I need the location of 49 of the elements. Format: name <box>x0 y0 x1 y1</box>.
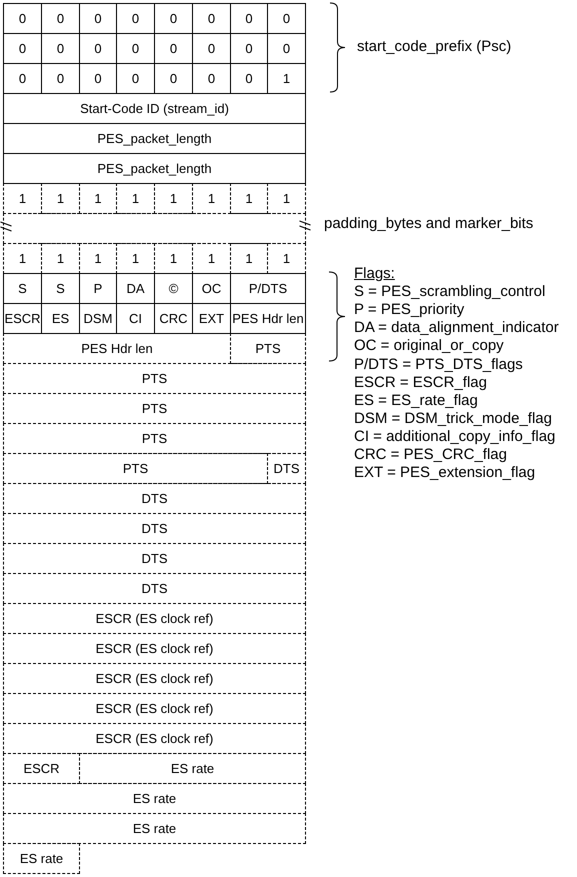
flag-definition: ES = ES_rate_flag <box>354 392 478 410</box>
bit-cell: 1 <box>3 183 42 214</box>
field-cell: ESCR (ES clock ref) <box>3 633 306 664</box>
field-cell: DTS <box>3 573 306 604</box>
field-cell: PES Hdr len <box>3 333 231 364</box>
field-cell: ESCR (ES clock ref) <box>3 723 306 754</box>
field-cell: ES rate <box>3 813 306 844</box>
field-cell: ES rate <box>3 843 80 874</box>
field-cell: PTS <box>230 333 306 364</box>
field-cell: DTS <box>267 453 306 484</box>
flag-definition: DSM = DSM_trick_mode_flag <box>354 410 552 428</box>
flag-cell: S <box>3 273 42 304</box>
flag-definition: CRC = PES_CRC_flag <box>354 446 507 464</box>
flag-definition: OC = original_or_copy <box>354 337 504 355</box>
field-cell: DTS <box>3 513 306 544</box>
field-cell: DTS <box>3 483 306 514</box>
flag-definition: EXT = PES_extension_flag <box>354 464 536 482</box>
flag-definition: S = PES_scrambling_control <box>354 283 546 301</box>
field-cell: ESCR (ES clock ref) <box>3 603 306 634</box>
flag-cell: P/DTS <box>230 273 306 304</box>
field-cell: Start-Code ID (stream_id) <box>3 93 306 124</box>
flag-definition: P = PES_priority <box>354 301 464 319</box>
field-cell: ESCR (ES clock ref) <box>3 693 306 724</box>
flag-definition: CI = additional_copy_info_flag <box>354 428 556 446</box>
flag-cell: PES Hdr len <box>230 303 306 334</box>
flag-cell: ESCR <box>3 303 42 334</box>
flags-heading: Flags: <box>354 265 395 283</box>
padding-label: padding_bytes and marker_bits <box>324 215 534 233</box>
bit-cell: 1 <box>267 183 306 214</box>
field-cell: PTS <box>3 423 306 454</box>
field-cell: PTS <box>3 363 306 394</box>
field-cell: PTS <box>3 393 306 424</box>
bit-cell: 1 <box>3 243 42 274</box>
bit-cell: 1 <box>267 243 306 274</box>
flag-definition: P/DTS = PTS_DTS_flags <box>354 356 523 374</box>
flag-definition: ESCR = ESCR_flag <box>354 374 487 392</box>
field-cell: ES rate <box>79 753 306 784</box>
field-cell: PES_packet_length <box>3 153 306 184</box>
bracket-label: start_code_prefix (Psc) <box>357 38 512 56</box>
flag-definition: DA = data_alignment_indicator <box>354 319 559 337</box>
field-cell: ESCR <box>3 753 80 784</box>
field-cell: PES_packet_length <box>3 123 306 154</box>
padding-bytes-block <box>3 213 306 244</box>
bit-cell: 0 <box>3 3 42 34</box>
field-cell: PTS <box>3 453 268 484</box>
field-cell: ES rate <box>3 783 306 814</box>
field-cell: ESCR (ES clock ref) <box>3 663 306 694</box>
bit-cell: 0 <box>267 3 306 34</box>
field-cell: DTS <box>3 543 306 574</box>
